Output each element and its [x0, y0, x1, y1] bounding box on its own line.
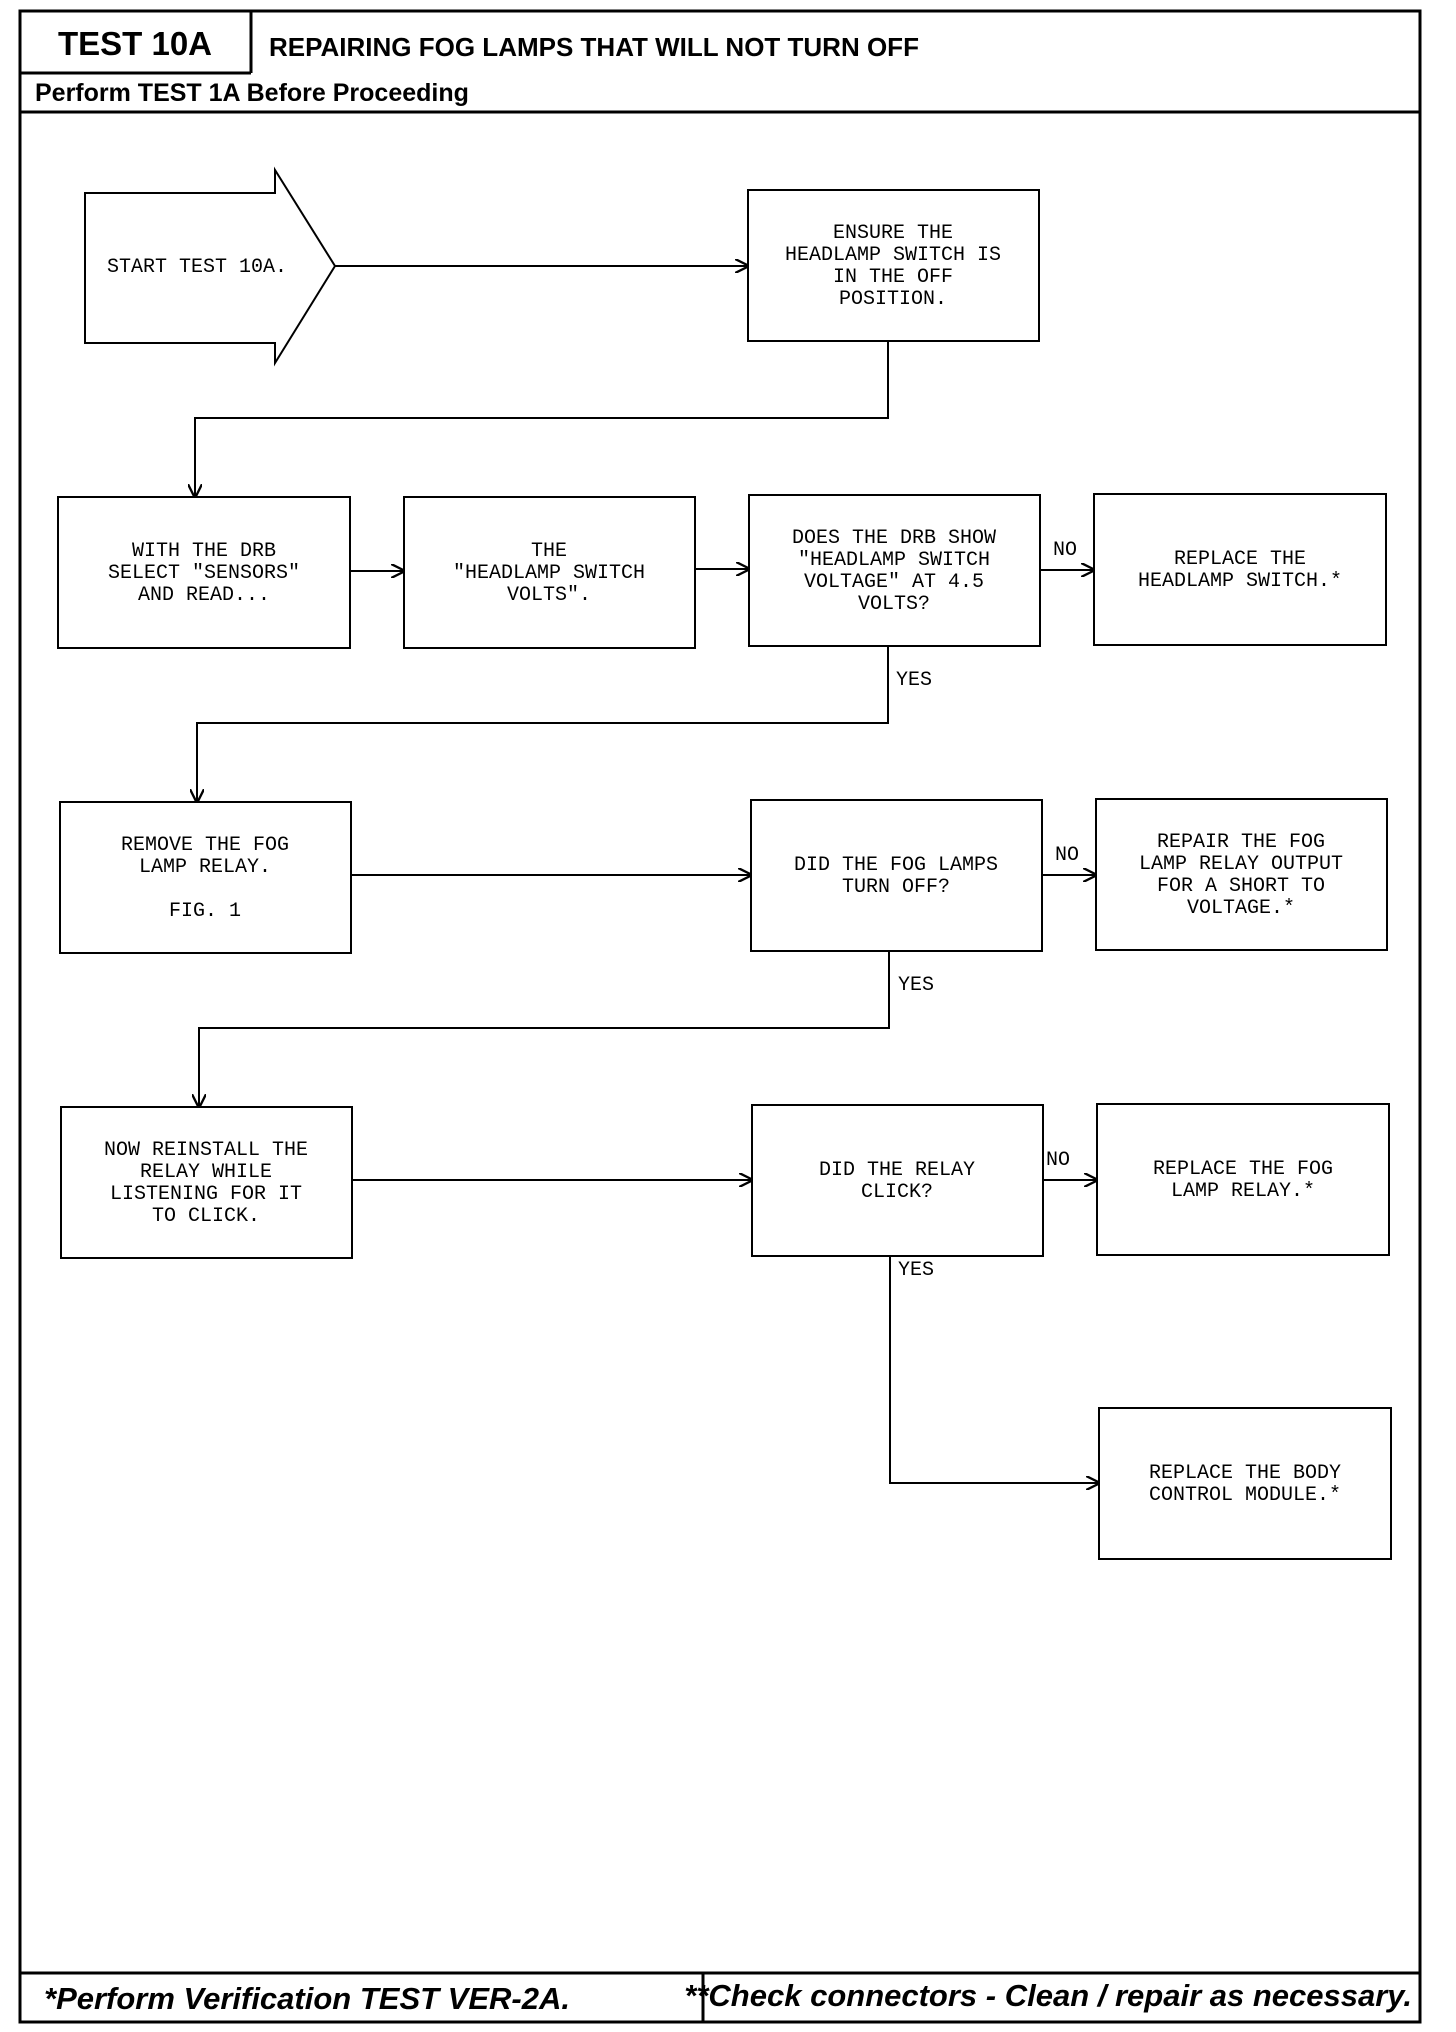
box-text-line: LAMP RELAY.* [1171, 1180, 1315, 1203]
box-text-line: VOLTS". [507, 584, 591, 607]
box-text-line: VOLTAGE.* [1187, 897, 1295, 920]
decision-voltage-4-5: DOES THE DRB SHOW"HEADLAMP SWITCHVOLTAGE… [748, 494, 1041, 647]
label-yes: YES [898, 1259, 934, 1282]
box-text-line: DOES THE DRB SHOW [792, 527, 996, 550]
box-text-line: IN THE OFF [833, 266, 953, 289]
page-subtitle: Perform TEST 1A Before Proceeding [35, 79, 469, 107]
box-text-line: "HEADLAMP SWITCH [798, 549, 990, 572]
box-text-line: TURN OFF? [842, 876, 950, 899]
box-text-line: REMOVE THE FOG [121, 834, 289, 857]
box-text-line: HEADLAMP SWITCH.* [1138, 570, 1342, 593]
box-text-line: FOR A SHORT TO [1157, 875, 1325, 898]
connector-fog-off-yes [199, 952, 890, 1107]
box-text-line: NOW REINSTALL THE [104, 1139, 308, 1162]
label-no: NO [1053, 539, 1077, 562]
connectors [195, 266, 1099, 1483]
box-text-line: THE [531, 540, 567, 563]
label-yes: YES [896, 669, 932, 692]
box-text-line: AND READ... [138, 584, 270, 607]
box-text-line: REPAIR THE FOG [1157, 831, 1325, 854]
box-text-line: ENSURE THE [833, 222, 953, 245]
test-id: TEST 10A [58, 25, 212, 62]
label-no: NO [1055, 844, 1079, 867]
box-text-line: LAMP RELAY OUTPUT [1139, 853, 1343, 876]
box-text-line: RELAY WHILE [140, 1161, 272, 1184]
box-text-line: CONTROL MODULE.* [1149, 1484, 1341, 1507]
footer-connectors-note: **Check connectors - Clean / repair as n… [684, 1978, 1412, 2013]
start-block: START TEST 10A. [84, 166, 337, 367]
label-yes: YES [898, 974, 934, 997]
box-text-line: VOLTS? [858, 593, 930, 616]
box-text-line: LISTENING FOR IT [110, 1183, 302, 1206]
box-text-line: POSITION. [839, 288, 947, 311]
box-text-line: DID THE RELAY [819, 1159, 975, 1182]
box-text-line: SELECT "SENSORS" [108, 562, 300, 585]
box-text-line: HEADLAMP SWITCH IS [785, 244, 1001, 267]
connector-ensure-to-drb [195, 342, 889, 497]
page-title: REPAIRING FOG LAMPS THAT WILL NOT TURN O… [269, 32, 919, 62]
box-text-line: START TEST 10A. [107, 256, 287, 279]
box-text-line: REPLACE THE FOG [1153, 1158, 1333, 1181]
box-text-line: VOLTAGE" AT 4.5 [804, 571, 984, 594]
box-text: START TEST 10A. [107, 256, 287, 279]
box-text-line: "HEADLAMP SWITCH [453, 562, 645, 585]
box-text-line: TO CLICK. [152, 1205, 260, 1228]
box-text: DOES THE DRB SHOW"HEADLAMP SWITCHVOLTAGE… [792, 527, 996, 616]
label-no: NO [1046, 1149, 1070, 1172]
box-text-line: FIG. 1 [169, 900, 241, 923]
box-text-line: LAMP RELAY. [139, 856, 271, 879]
box-text-line: REPLACE THE [1174, 548, 1306, 571]
connector-click-yes [889, 1257, 1099, 1483]
page-frame [18, 9, 1422, 2024]
connector-voltage-yes [197, 647, 889, 802]
box-text-line: REPLACE THE BODY [1149, 1462, 1341, 1485]
box-text-line: WITH THE DRB [132, 540, 276, 563]
box-text-line: DID THE FOG LAMPS [794, 854, 998, 877]
box-text-line: CLICK? [861, 1181, 933, 1204]
footer-verification-note: *Perform Verification TEST VER-2A. [44, 1981, 570, 2016]
